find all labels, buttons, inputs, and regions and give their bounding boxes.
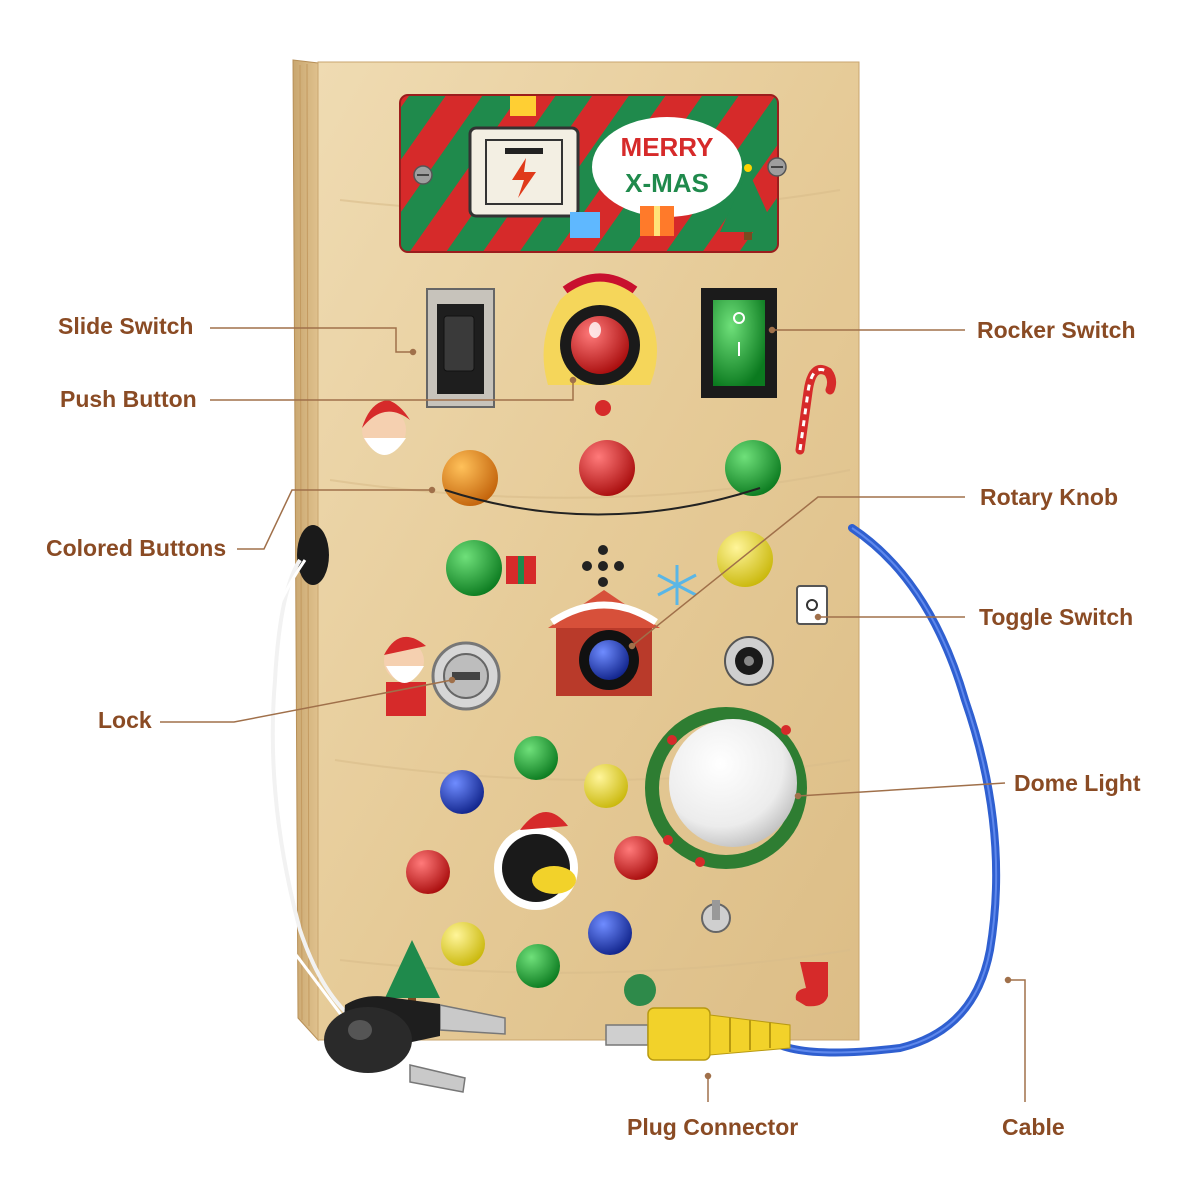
label-toggle-switch: Toggle Switch [979,604,1134,630]
blue-button[interactable] [440,770,484,814]
stocking-icon [795,962,828,1007]
rocker-switch[interactable] [701,288,777,398]
merry-xmas-banner: MERRY X-MAS [399,94,787,253]
red-button[interactable] [406,850,450,894]
toggle-switch[interactable] [796,585,828,625]
banner-line-2: X-MAS [625,168,709,198]
santa-icon [384,636,426,716]
plug-connector [605,1007,791,1061]
green-button[interactable] [516,944,560,988]
speaker-grille [582,545,624,587]
gift-icon [510,96,674,238]
blue-button[interactable] [588,911,632,955]
cable [766,524,1001,1057]
label-slide-switch: Slide Switch [58,313,194,339]
label-rotary-knob: Rotary Knob [980,484,1118,510]
label-lock: Lock [98,707,152,733]
leader-lines [160,326,1026,1102]
rotary-knob[interactable] [548,590,660,696]
key-icon [324,996,506,1093]
colored-buttons-lower[interactable] [406,736,658,988]
red-button[interactable] [579,440,635,496]
battery-icon [468,126,580,218]
lock[interactable] [431,641,501,711]
banner-line-1: MERRY [621,132,714,162]
yellow-button[interactable] [584,764,628,808]
red-button[interactable] [614,836,658,880]
yellow-button[interactable] [441,922,485,966]
santa-icon [362,400,410,455]
label-plug-connector: Plug Connector [627,1114,799,1140]
green-button[interactable] [725,440,781,496]
toggle-lever[interactable] [701,900,731,933]
snowflake-icon [657,565,697,605]
candy-cane-icon [795,365,837,455]
label-colored-buttons: Colored Buttons [46,535,227,561]
rotary-dial[interactable] [494,811,578,910]
orange-button[interactable] [442,450,498,506]
label-dome-light: Dome Light [1014,770,1141,796]
label-push-button: Push Button [60,386,197,412]
label-rocker-switch: Rocker Switch [977,317,1136,343]
dome-light[interactable] [645,707,807,869]
side-port [238,525,354,1021]
green-button[interactable] [446,540,502,596]
label-cable: Cable [1002,1114,1065,1140]
dc-jack [724,636,774,686]
green-button[interactable] [514,736,558,780]
push-button[interactable] [543,273,658,417]
ornament-icon [624,974,656,1006]
christmas-tree-icon [720,164,776,240]
slide-switch[interactable] [426,288,495,408]
